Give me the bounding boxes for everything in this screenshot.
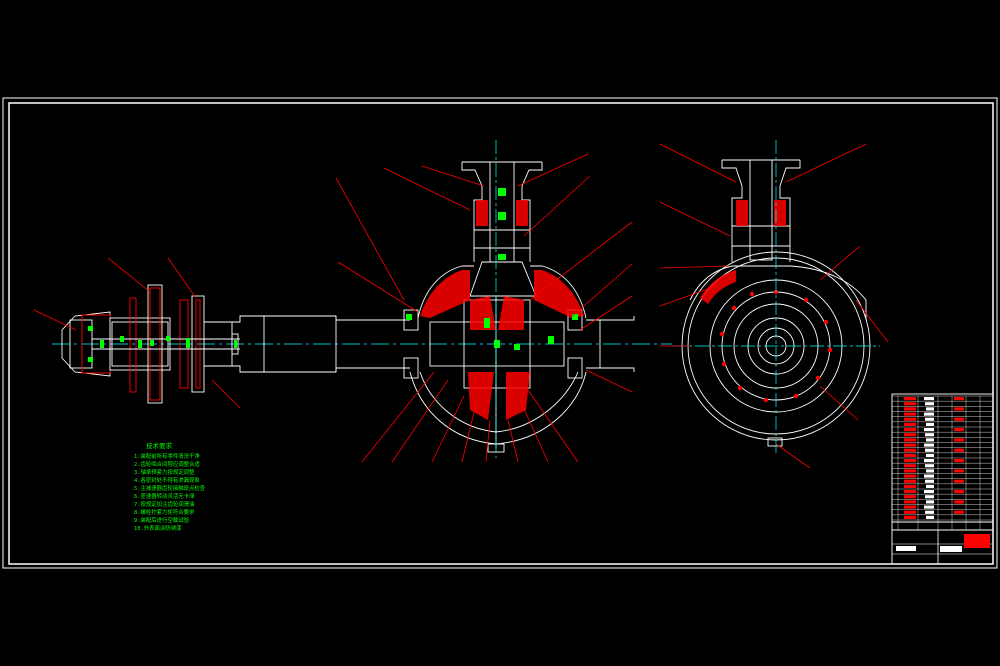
- parts-list-cell-mark: [925, 495, 934, 499]
- parts-list-cell-mark: [954, 500, 964, 504]
- parts-list-cell-mark: [904, 402, 916, 406]
- side-view-bolt-holes: [719, 289, 833, 403]
- note-line: 3.轴承预紧力按规定调整: [134, 468, 195, 476]
- parts-list-cell-mark: [904, 484, 916, 488]
- parts-list-cell-mark: [904, 407, 916, 411]
- parts-list-cell-mark: [954, 397, 964, 401]
- note-line: 5.主减速器齿轮接触斑点检查: [134, 484, 206, 492]
- note-line: 8.螺栓拧紧力矩符合要求: [134, 508, 195, 516]
- parts-list-cell-mark: [954, 438, 964, 442]
- parts-list-cell-mark: [954, 428, 964, 432]
- parts-list-cell-mark: [954, 490, 964, 494]
- parts-list-cell-mark: [925, 417, 934, 421]
- parts-list-cell-mark: [925, 402, 934, 406]
- note-line: 7.按规定加注齿轮润滑油: [134, 500, 194, 508]
- parts-list-cell-mark: [904, 453, 916, 457]
- parts-list-cell-mark: [924, 443, 934, 447]
- parts-list-cell-mark: [904, 448, 916, 452]
- parts-list-cell-mark: [954, 459, 964, 463]
- parts-list-cell-mark: [954, 417, 964, 421]
- note-line: 10.外表面涂防锈漆: [134, 524, 182, 532]
- parts-list-cell-mark: [904, 515, 916, 519]
- parts-list-cell-mark: [925, 464, 934, 468]
- parts-list-cell-mark: [926, 422, 934, 426]
- parts-list-cell-mark: [954, 469, 964, 473]
- parts-list-cell-mark: [926, 484, 934, 488]
- parts-list-cell-mark: [924, 428, 934, 432]
- parts-list-cell-mark: [904, 464, 916, 468]
- parts-list-cell-mark: [925, 433, 934, 437]
- parts-list-cell-mark: [904, 412, 916, 416]
- leader-lines: [33, 143, 889, 469]
- parts-list-cell-mark: [904, 500, 916, 504]
- parts-list-cell-mark: [924, 474, 934, 478]
- parts-list-cell-mark: [924, 490, 934, 494]
- parts-list-cell-mark: [925, 479, 934, 483]
- parts-list-cell-mark: [904, 490, 916, 494]
- parts-list-cell-mark: [904, 422, 916, 426]
- parts-list-cell-mark: [924, 459, 934, 463]
- note-line: 9.装配后进行空载试验: [134, 516, 190, 524]
- title-block: [891, 393, 994, 565]
- parts-list-cell-mark: [954, 479, 964, 483]
- parts-list-cell-mark: [924, 505, 934, 509]
- parts-list-cell-mark: [904, 479, 916, 483]
- parts-list-cell-mark: [925, 510, 934, 514]
- parts-list-cell-mark: [926, 500, 934, 504]
- parts-list-cell-mark: [904, 474, 916, 478]
- drawing-frame: [2, 97, 998, 569]
- parts-list-cell-mark: [904, 397, 916, 401]
- note-line: 6.差速器转动灵活无卡滞: [134, 492, 195, 500]
- parts-list-cell-mark: [904, 505, 916, 509]
- parts-list-cell-mark: [954, 510, 964, 514]
- parts-list-cell-mark: [904, 438, 916, 442]
- parts-list-cell-mark: [904, 428, 916, 432]
- parts-list-cell-mark: [926, 438, 934, 442]
- note-line: 1.装配前所有零件清洗干净: [134, 452, 200, 460]
- parts-list-cell-mark: [904, 469, 916, 473]
- parts-list-cell-mark: [924, 412, 934, 416]
- hub-bearing-markers: [88, 326, 237, 362]
- side-view-centerlines: [672, 140, 880, 456]
- parts-list-cell-mark: [954, 407, 964, 411]
- side-view-hatch-fills: [700, 200, 786, 304]
- differential-hatch-fills: [420, 200, 584, 420]
- parts-list-cell-mark: [904, 459, 916, 463]
- parts-list-cell-mark: [926, 407, 934, 411]
- differential-bearing-markers: [406, 188, 578, 350]
- parts-list-cell-mark: [904, 417, 916, 421]
- parts-list-cell-mark: [954, 448, 964, 452]
- parts-list-cell-mark: [904, 510, 916, 514]
- parts-list-cell-mark: [926, 453, 934, 457]
- parts-list-cell-mark: [926, 515, 934, 519]
- note-line: 2.齿轮啮合间隙应调整合适: [134, 460, 200, 468]
- notes-title: 技术要求: [146, 441, 173, 450]
- parts-list: [892, 395, 993, 530]
- parts-list-cell-mark: [904, 495, 916, 499]
- parts-list-cell-mark: [904, 433, 916, 437]
- parts-list-cell-mark: [925, 448, 934, 452]
- note-line: 4.各密封处不得有渗漏现象: [134, 476, 200, 484]
- parts-list-cell-mark: [926, 469, 934, 473]
- parts-list-cell-mark: [904, 443, 916, 447]
- parts-list-cell-mark: [924, 397, 934, 401]
- technical-notes: 技术要求 1.装配前所有零件清洗干净 2.齿轮啮合间隙应调整合适 3.轴承预紧力…: [134, 441, 206, 532]
